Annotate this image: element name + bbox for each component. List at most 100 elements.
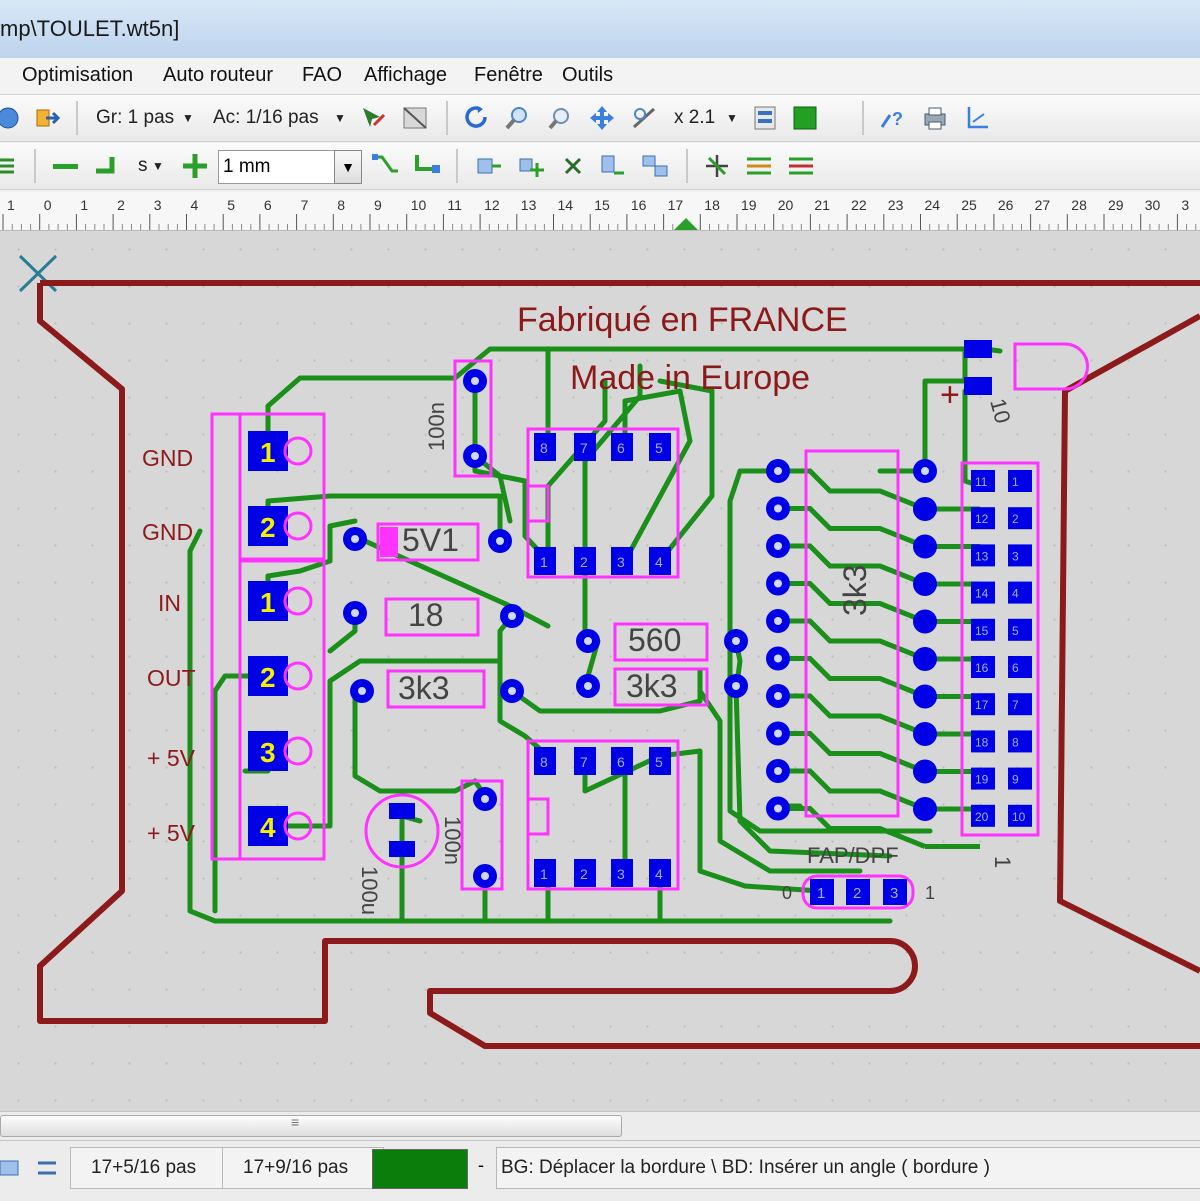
globe-icon[interactable] (0, 105, 26, 131)
jumper-pad[interactable] (883, 879, 907, 905)
header-pad[interactable] (1008, 693, 1032, 716)
connector-pad[interactable] (248, 731, 288, 771)
connector-pad[interactable] (248, 581, 288, 621)
rnet-pad[interactable] (913, 572, 937, 596)
rnet-pad[interactable] (913, 497, 937, 521)
rnet-pad[interactable] (913, 534, 937, 559)
ic-pad[interactable] (649, 859, 671, 887)
header-pad[interactable] (1008, 656, 1032, 678)
route-icon[interactable] (372, 153, 398, 179)
ic-pad[interactable] (574, 547, 596, 575)
header-pad[interactable] (1008, 804, 1032, 827)
header-pad[interactable] (1008, 618, 1032, 641)
header-pad[interactable] (1008, 730, 1032, 753)
pad-square[interactable] (389, 803, 415, 819)
header-pad[interactable] (1008, 470, 1032, 492)
chevron-down-icon[interactable]: ▼ (182, 111, 194, 125)
header-pad[interactable] (971, 804, 995, 827)
ic-pad[interactable] (649, 547, 671, 575)
header-pad[interactable] (971, 693, 995, 716)
track-icon[interactable] (52, 153, 78, 179)
ic-pad[interactable] (649, 747, 671, 775)
rnet-pad[interactable] (913, 609, 937, 634)
header-pad[interactable] (971, 470, 995, 492)
printer-icon[interactable] (922, 105, 948, 131)
header-pad[interactable] (1008, 507, 1032, 530)
select-tool-icon[interactable] (360, 105, 386, 131)
route-bend-icon[interactable] (414, 153, 440, 179)
header-pad[interactable] (971, 544, 995, 567)
corner-track-icon[interactable] (94, 153, 120, 179)
folder-icon[interactable] (0, 1155, 26, 1181)
bus-icon[interactable] (746, 153, 772, 179)
cross-icon[interactable] (182, 153, 208, 179)
menu-optimisation[interactable]: Optimisation (22, 64, 134, 86)
menu-fenetre[interactable]: Fenêtre (474, 64, 543, 86)
header-pad[interactable] (971, 507, 995, 530)
rnet-pad[interactable] (913, 722, 937, 746)
ic-pad[interactable] (574, 747, 596, 775)
ic-pad[interactable] (611, 747, 633, 775)
track-width-dropdown[interactable]: ▼ (334, 150, 362, 184)
ic-pad[interactable] (534, 747, 556, 775)
ic-pad[interactable] (649, 433, 671, 461)
track-width-input[interactable]: 1 mm (218, 150, 335, 184)
rnet-pad[interactable] (913, 647, 937, 671)
pads[interactable] (343, 340, 992, 888)
led-pad[interactable] (964, 377, 992, 395)
ic-pad[interactable] (534, 547, 556, 575)
header-pad[interactable] (971, 581, 995, 604)
zoom-icon[interactable] (504, 105, 530, 131)
ic-pad[interactable] (611, 859, 633, 887)
header-pad[interactable] (971, 730, 995, 753)
list-icon[interactable] (0, 153, 26, 179)
menu-auto-routeur[interactable]: Auto routeur (163, 64, 274, 86)
add-component-icon[interactable] (518, 153, 544, 179)
zoom-area-icon[interactable] (547, 105, 573, 131)
swap-component-icon[interactable] (642, 153, 668, 179)
scrollbar-thumb[interactable]: ≡ (0, 1114, 622, 1137)
refresh-icon[interactable] (464, 105, 490, 131)
menu-affichage[interactable]: Affichage (364, 64, 448, 86)
led-pad[interactable] (964, 340, 992, 358)
component-icon[interactable] (476, 153, 502, 179)
jumper-pad[interactable] (810, 879, 834, 905)
chevron-down-icon[interactable]: ▼ (152, 159, 164, 173)
rnet-pad[interactable] (913, 759, 937, 784)
refresh-status-icon[interactable] (34, 1155, 60, 1181)
connector-pad[interactable] (248, 431, 288, 471)
menu-fao[interactable]: FAO (302, 64, 343, 86)
chevron-down-icon[interactable]: ▼ (726, 111, 738, 125)
pad-square[interactable] (389, 841, 415, 857)
grid-tool-icon[interactable] (402, 105, 428, 131)
header-pad[interactable] (1008, 767, 1032, 790)
ic-pad[interactable] (574, 859, 596, 887)
header-pad[interactable] (971, 767, 995, 790)
bus-edit-icon[interactable] (788, 153, 814, 179)
connector-pad[interactable] (248, 656, 288, 696)
ic-pad[interactable] (574, 433, 596, 461)
rnet-pad[interactable] (913, 684, 937, 709)
delete-icon[interactable] (560, 153, 586, 179)
connector-pad[interactable] (248, 506, 288, 546)
axes-icon[interactable] (964, 105, 990, 131)
ic-pad[interactable] (611, 547, 633, 575)
rotate-component-icon[interactable] (600, 153, 626, 179)
horizontal-scrollbar[interactable]: ≡ (0, 1111, 1200, 1140)
header-pad[interactable] (971, 656, 995, 678)
ic-pad[interactable] (534, 433, 556, 461)
copper-layer-icon[interactable] (792, 105, 818, 131)
header-pad[interactable] (1008, 581, 1032, 604)
help-icon[interactable]: ? (880, 105, 906, 131)
measure-icon[interactable] (632, 105, 658, 131)
header-pad[interactable] (971, 618, 995, 641)
layers-icon[interactable] (752, 105, 778, 131)
connector-pad[interactable] (248, 806, 288, 846)
grid-dropdown[interactable]: Gr: 1 pas (96, 107, 175, 128)
accel-dropdown[interactable]: Ac: 1/16 pas (213, 107, 319, 128)
jumper-pad[interactable] (846, 879, 870, 905)
